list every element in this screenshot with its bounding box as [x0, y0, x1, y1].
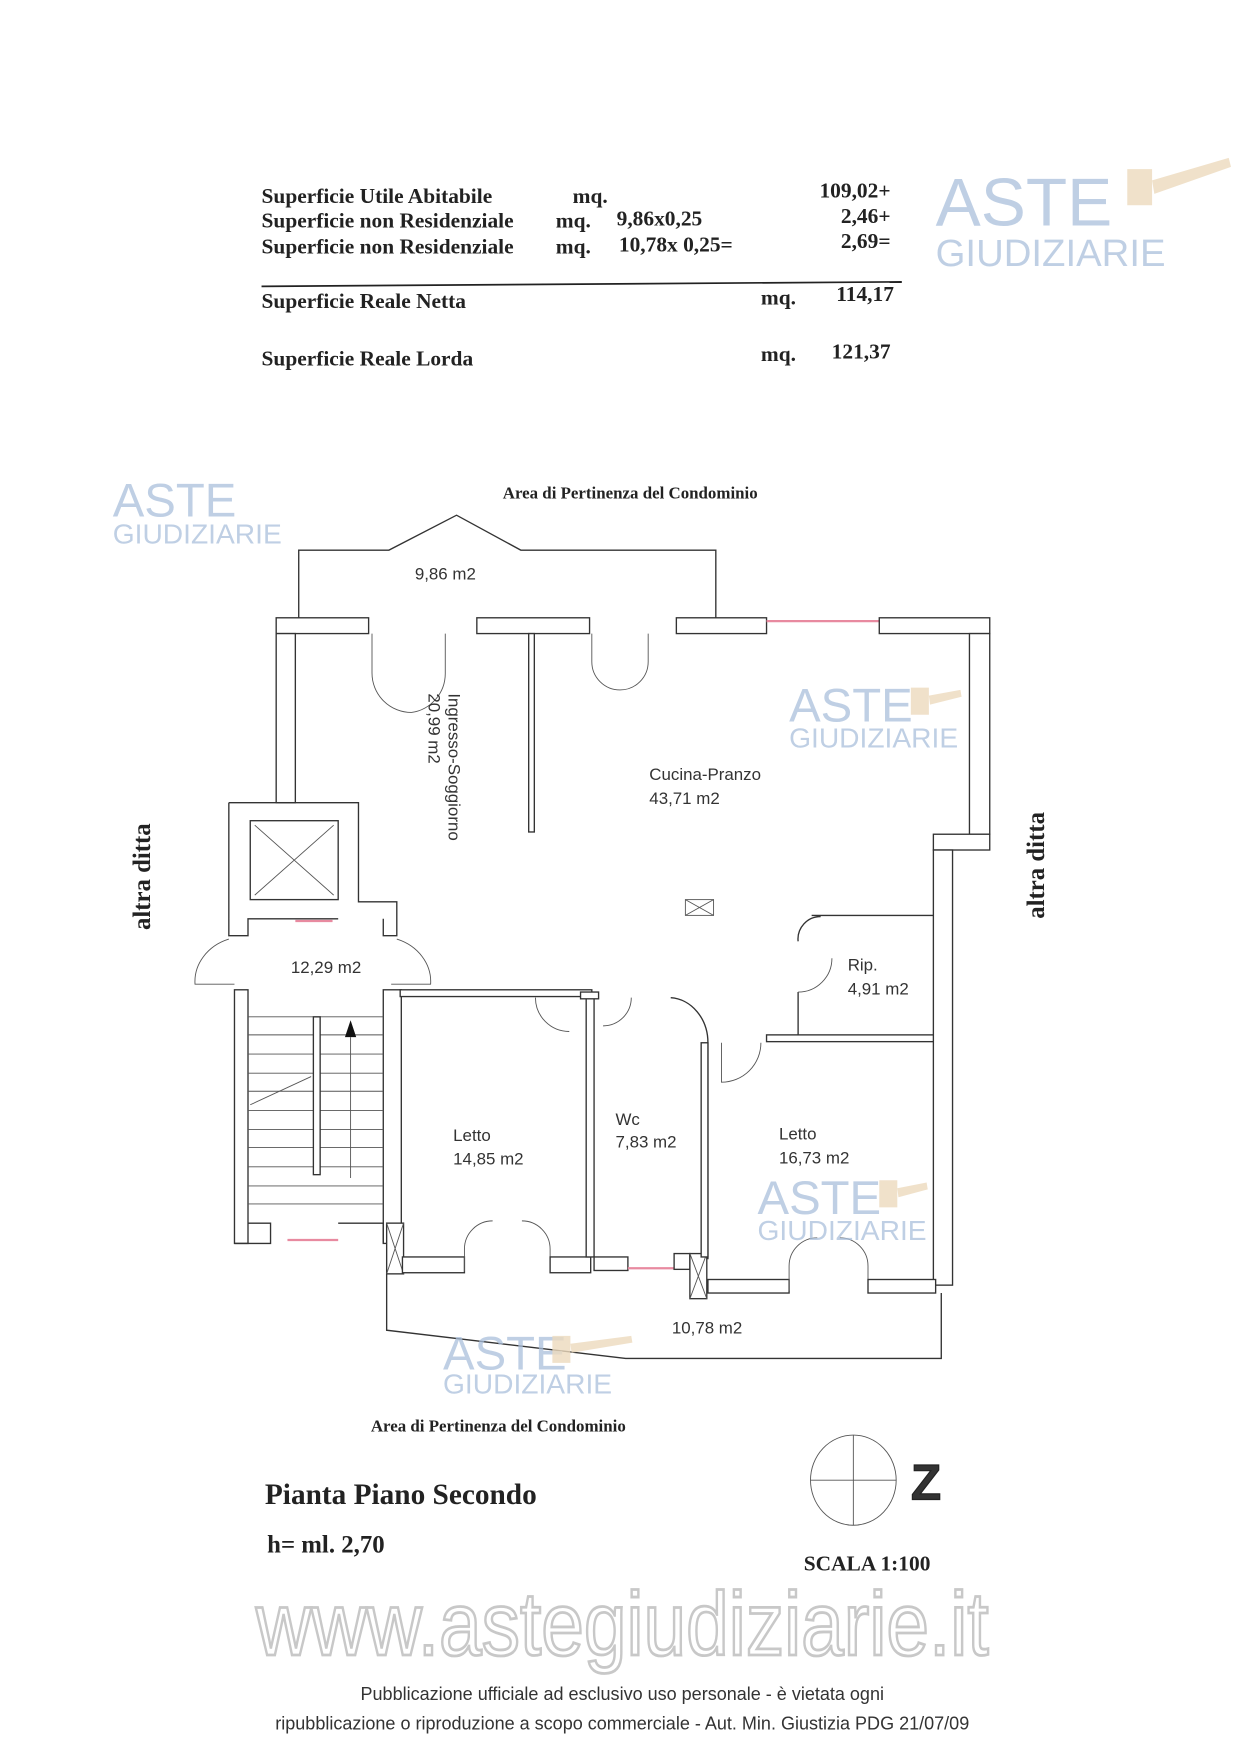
bottom-area-label: Area di Pertinenza del Condominio	[371, 1417, 626, 1436]
letto2-area: 16,73 m2	[779, 1148, 849, 1167]
plan-title: Pianta Piano Secondo	[265, 1479, 537, 1511]
ingresso-name: Ingresso-Soggiorno	[445, 693, 464, 840]
staircase	[233, 989, 402, 1245]
svg-text:GIUDIZIARIE: GIUDIZIARIE	[936, 232, 1166, 275]
letto1-name: Letto	[453, 1126, 491, 1145]
summary-row-unit: mq.	[556, 235, 591, 259]
ingresso-area: 20,99 m2	[424, 693, 443, 763]
svg-text:ASTE: ASTE	[758, 1172, 882, 1225]
rip-area: 4,91 m2	[848, 979, 909, 998]
watermark-logo: ASTE GIUDIZIARIE	[789, 680, 962, 753]
lorda-value: 121,37	[832, 340, 891, 364]
left-neighbour-label: altra ditta	[129, 823, 156, 930]
summary-row-value: 109,02+	[819, 178, 890, 202]
north-compass-icon	[810, 1434, 897, 1526]
cucina-name: Cucina-Pranzo	[649, 765, 761, 784]
svg-text:ASTE: ASTE	[443, 1328, 567, 1381]
lorda-unit: mq.	[761, 342, 796, 366]
netta-unit: mq.	[761, 285, 796, 309]
wc-name: Wc	[615, 1110, 639, 1129]
site-watermark: www.astegiudiziarie.it	[255, 1574, 989, 1675]
surface-summary: Superficie Utile Abitabile mq. 109,02+ S…	[261, 178, 902, 370]
top-area-label: Area di Pertinenza del Condominio	[503, 483, 758, 502]
svg-text:ASTE: ASTE	[113, 474, 237, 527]
svg-text:GIUDIZIARIE: GIUDIZIARIE	[113, 517, 282, 549]
vent-icon	[684, 899, 715, 916]
stair-up-arrow-icon	[344, 1020, 357, 1038]
summary-row-label: Superficie Utile Abitabile	[262, 184, 493, 208]
summary-row-value: 2,69=	[841, 229, 891, 253]
balcony-top-area: 9,86 m2	[415, 564, 476, 583]
watermark-logo: ASTE GIUDIZIARIE	[113, 474, 282, 549]
summary-row-value: 2,46+	[841, 204, 891, 228]
north-label: Z	[911, 1454, 941, 1510]
letto2-name: Letto	[779, 1125, 817, 1144]
footer-line-1: Pubblicazione ufficiale ad esclusivo uso…	[361, 1684, 884, 1704]
summary-row-unit: mq.	[573, 184, 608, 208]
rip-name: Rip.	[848, 956, 878, 975]
watermark-logo: ASTE GIUDIZIARIE	[936, 157, 1231, 275]
svg-text:GIUDIZIARIE: GIUDIZIARIE	[789, 721, 958, 753]
summary-row-unit: mq.	[556, 209, 591, 233]
svg-text:ASTE: ASTE	[789, 680, 913, 733]
netta-label: Superficie Reale Netta	[262, 289, 467, 313]
summary-row-calc: 9,86x0,25	[617, 207, 703, 231]
total-divider	[261, 281, 902, 288]
summary-row-calc: 10,78x 0,25=	[619, 232, 733, 256]
svg-text:ASTE: ASTE	[936, 165, 1113, 240]
ceiling-height: h= ml. 2,70	[267, 1531, 384, 1558]
balcony-bottom-area: 10,78 m2	[672, 1319, 742, 1338]
netta-value: 114,17	[836, 282, 894, 306]
svg-text:GIUDIZIARIE: GIUDIZIARIE	[758, 1214, 927, 1246]
landing-area: 12,29 m2	[291, 958, 361, 977]
room-labels: 9,86 m2 Ingresso-Soggiorno 20,99 m2 Cuci…	[291, 564, 909, 1337]
wc-area: 7,83 m2	[615, 1133, 676, 1152]
letto1-area: 14,85 m2	[453, 1150, 523, 1169]
summary-row-label: Superficie non Residenziale	[262, 235, 514, 259]
watermark-logo: ASTE GIUDIZIARIE	[758, 1172, 928, 1246]
lorda-label: Superficie Reale Lorda	[262, 346, 474, 370]
cucina-area: 43,71 m2	[649, 789, 719, 808]
right-neighbour-label: altra ditta	[1023, 811, 1050, 918]
summary-row-label: Superficie non Residenziale	[262, 209, 514, 233]
footer-line-2: ripubblicazione o riproduzione a scopo c…	[275, 1713, 969, 1733]
watermark-logo: ASTE GIUDIZIARIE	[443, 1328, 633, 1399]
scale-label: SCALA 1:100	[804, 1551, 931, 1575]
svg-text:GIUDIZIARIE: GIUDIZIARIE	[443, 1367, 612, 1399]
floor-plan	[194, 514, 991, 1360]
